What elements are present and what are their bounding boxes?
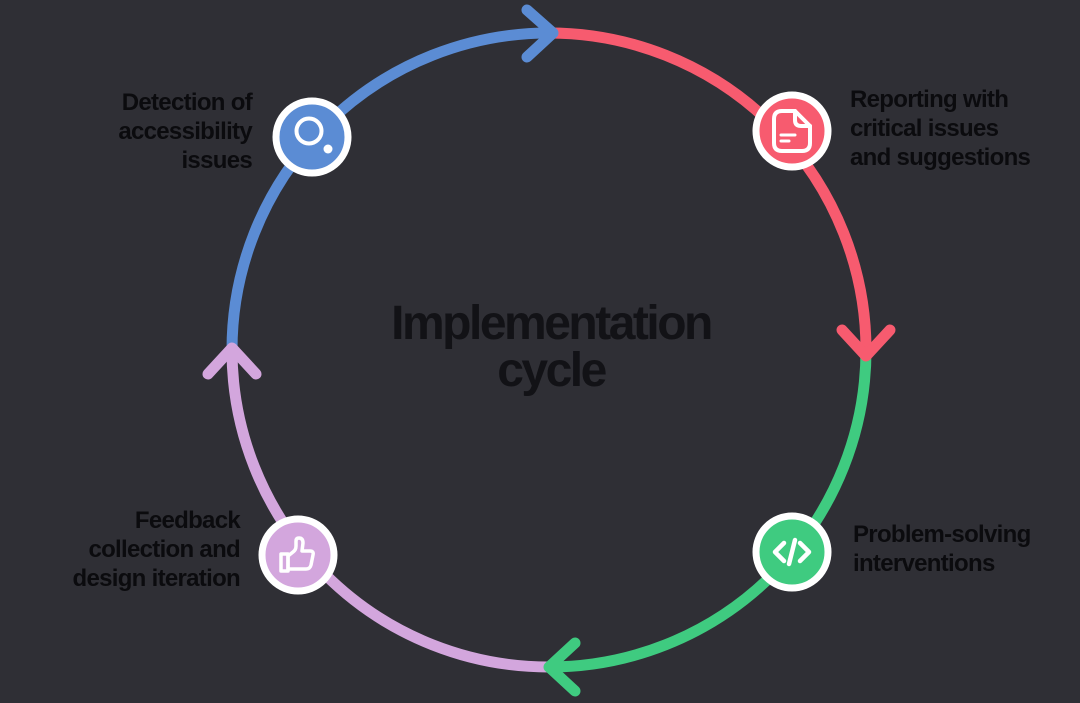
diagram-title: Implementation cycle [20, 297, 1080, 397]
label-line: design iteration [72, 565, 241, 592]
node-feedback [258, 515, 338, 595]
arrow-up-icon [202, 342, 262, 380]
arc-problem-solving [548, 349, 872, 673]
thumbs-up-icon [279, 536, 315, 573]
label-line: Reporting with [850, 86, 1009, 113]
label-line: issues [181, 147, 252, 174]
arrow-left-icon [543, 637, 581, 697]
node-reporting [752, 91, 832, 171]
label-problem-solving: Problem-solving interventions [853, 520, 1031, 578]
label-line: and suggestions [850, 144, 1031, 171]
label-line: Detection of [121, 89, 253, 116]
label-line: critical issues [850, 115, 999, 142]
arrow-down-icon [836, 324, 896, 362]
label-feedback: Feedback collection and design iteration [73, 506, 241, 593]
label-line: collection and [88, 536, 240, 563]
label-line: accessibility [118, 118, 252, 145]
code-icon [772, 537, 812, 567]
label-line: Problem-solving [853, 521, 1031, 548]
node-detection [272, 97, 352, 177]
diagram-title-line: Implementation [391, 297, 713, 350]
document-icon [772, 109, 812, 153]
diagram-title-line: cycle [497, 344, 607, 397]
label-line: interventions [853, 550, 995, 577]
search-icon [294, 116, 333, 154]
arrow-right-icon [521, 4, 559, 63]
arc-feedback [226, 349, 550, 673]
label-reporting: Reporting with critical issues and sugge… [850, 85, 1031, 172]
label-line: Feedback [134, 507, 241, 534]
label-detection: Detection of accessibility issues [118, 88, 252, 175]
